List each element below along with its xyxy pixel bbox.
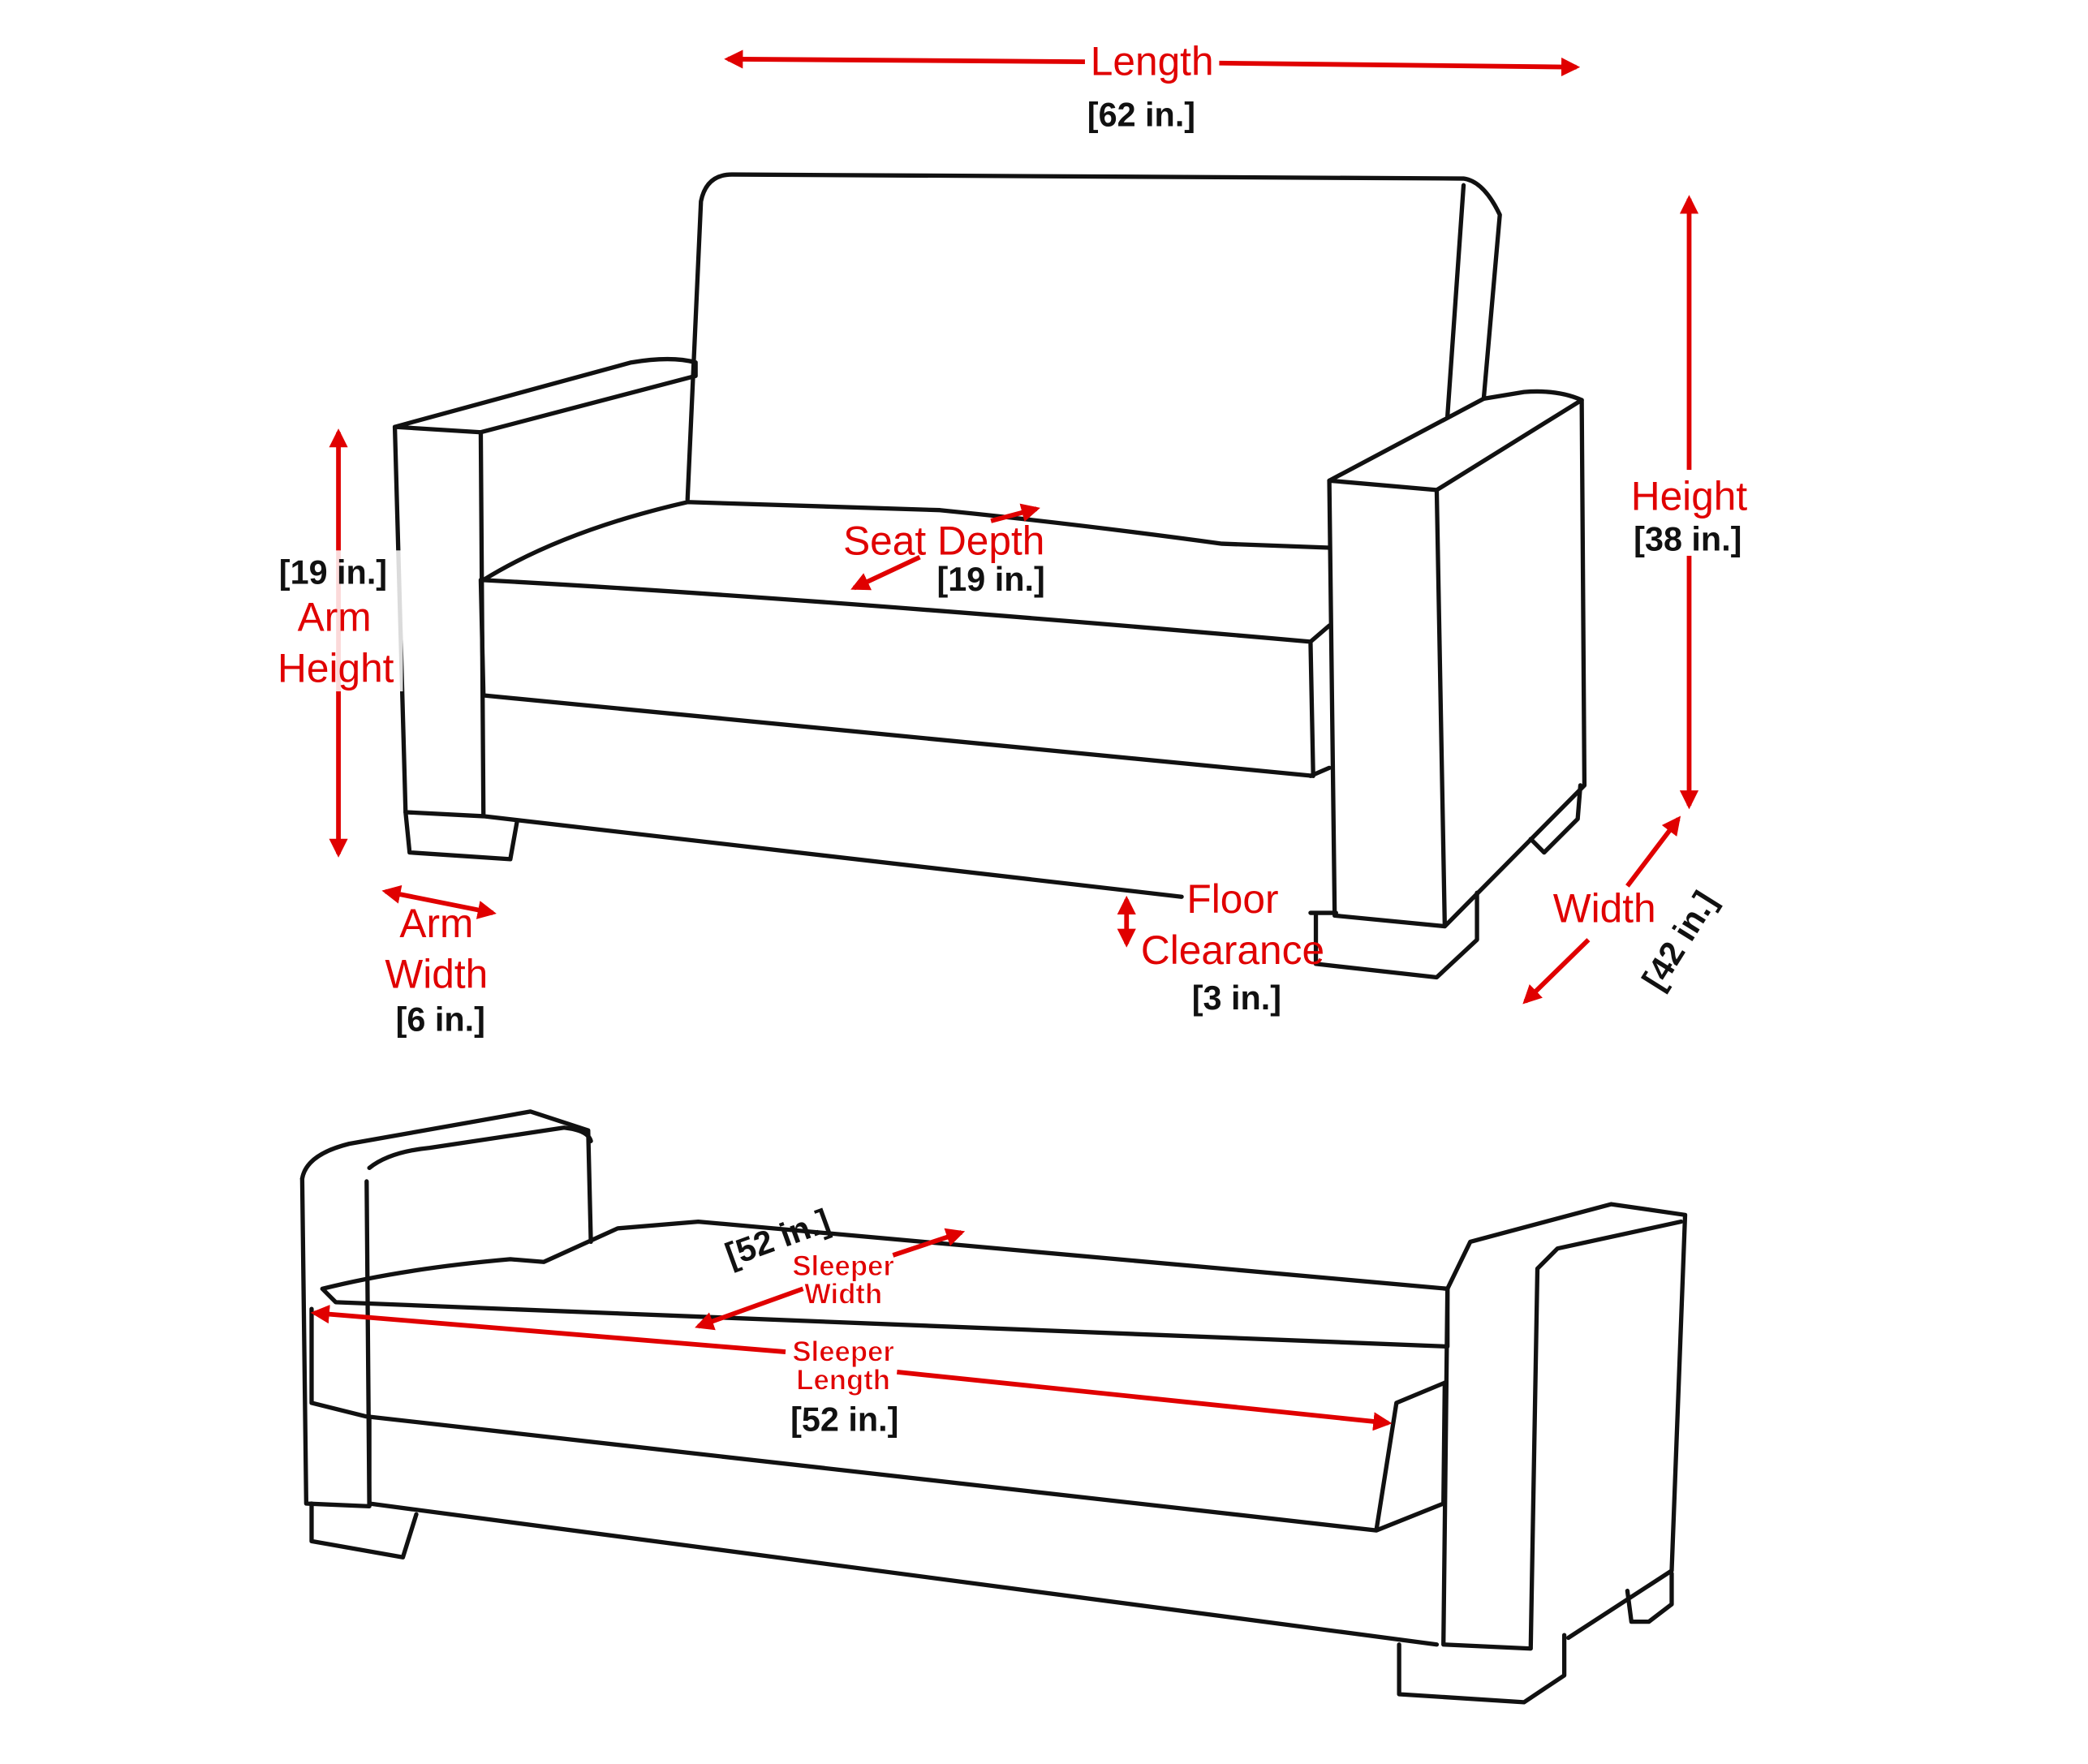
sleeper-width-arrow-back [892,1228,966,1258]
length-value: [62 in.] [1087,97,1195,134]
seat-depth-label: Seat Depth [843,518,1044,563]
sleeper-width-arrow-front [695,1286,804,1331]
sofa-drawing [392,172,1587,980]
floor-clearance-dimension: Floor Clearance [3 in.] [1117,876,1324,1017]
arm-height-label-1: Arm [298,595,372,640]
sleeper-length-label-2: Length [796,1365,890,1396]
sleeper-length-arrow-left [310,1305,786,1354]
sleeper-width-label-1: Sleeper [792,1251,894,1282]
arm-width-dimension: Arm Width [6 in.] [381,884,497,1039]
length-arrow-left [724,49,1085,69]
floor-clearance-label-2: Clearance [1141,927,1324,973]
sleeper-length-arrow-right [897,1370,1393,1431]
arm-height-value: [19 in.] [279,554,387,592]
floor-clearance-label-1: Floor [1186,876,1278,922]
arm-width-label-1: Arm [399,901,473,946]
height-value: [38 in.] [1634,520,1741,557]
sleeper-length-dimension: Sleeper Length [52 in.] [310,1305,1393,1439]
sleeper-width-dimension: [52 in.] Sleeper Width [695,1202,966,1331]
sleeper-drawing [299,1109,1688,1705]
width-dimension: Width [42 in.] [1522,815,1724,1005]
height-label: Height [1631,474,1748,519]
seat-depth-value: [19 in.] [936,561,1044,598]
height-dimension: Height [38 in.] [1625,195,1754,810]
arm-width-arrow [381,884,497,919]
arm-width-value: [6 in.] [396,1001,485,1039]
length-arrow-right [1219,57,1581,77]
width-arrow-back [1625,815,1681,888]
length-dimension: Length [62 in.] [724,39,1581,134]
arm-height-label-2: Height [278,645,394,691]
width-arrow-front [1522,938,1591,1005]
arm-width-label-2: Width [385,952,488,997]
seat-depth-arrow-back [990,503,1040,523]
sleeper-length-value: [52 in.] [790,1401,898,1439]
length-label: Length [1091,39,1214,84]
sleeper-width-label-2: Width [804,1280,882,1310]
width-label: Width [1553,886,1656,931]
floor-clearance-value: [3 in.] [1192,979,1281,1017]
seat-depth-arrow-front [850,554,921,591]
seat-depth-dimension: Seat Depth [19 in.] [843,503,1045,598]
sleeper-length-label-1: Sleeper [792,1337,894,1368]
arm-height-dimension: [19 in.] Arm Height [269,428,403,858]
